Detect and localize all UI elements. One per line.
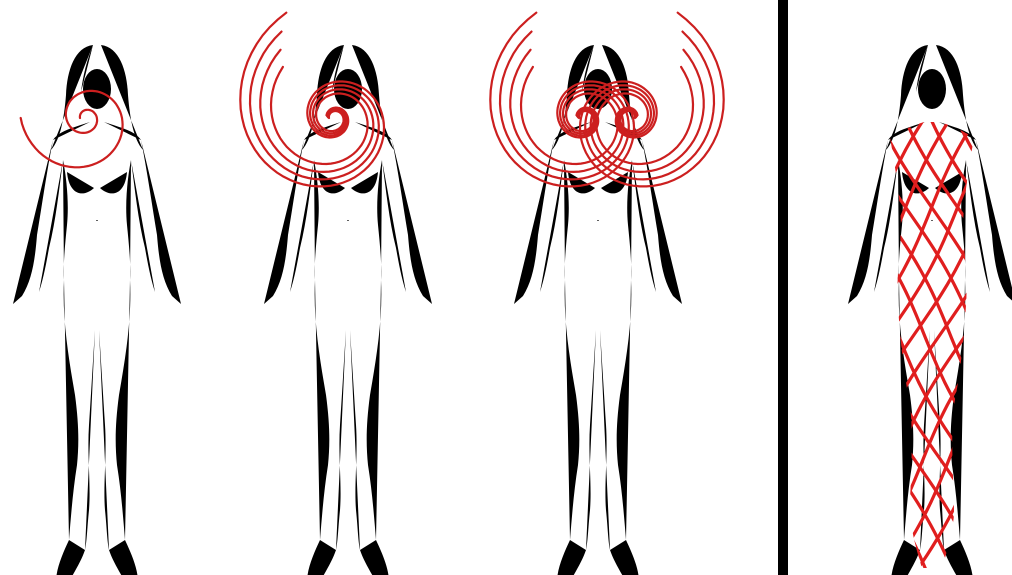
- panel-divider: [778, 0, 788, 575]
